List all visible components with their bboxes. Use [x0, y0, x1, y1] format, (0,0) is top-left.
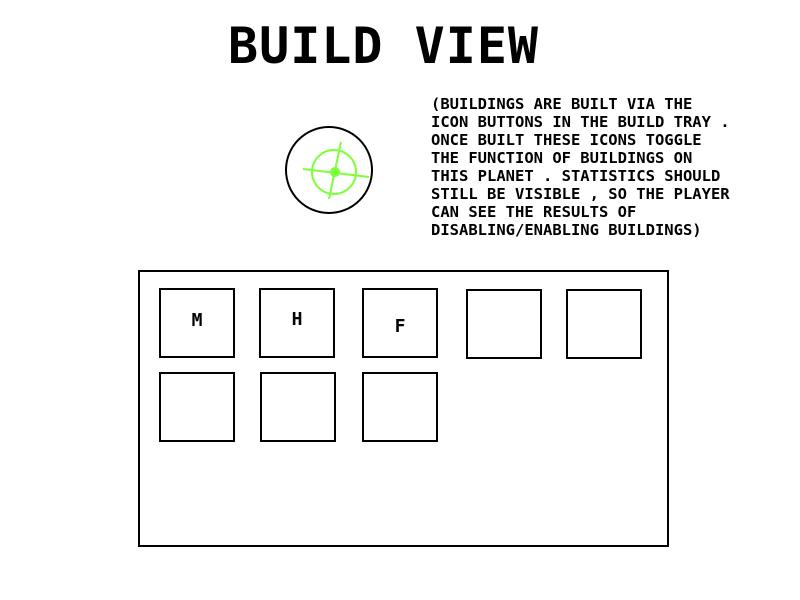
description-line: (BUILDINGS ARE BUILT VIA THE — [431, 95, 693, 113]
build-slot-empty[interactable] — [466, 289, 542, 359]
page-title: BUILD VIEW — [228, 17, 540, 75]
build-slot-empty[interactable] — [159, 372, 235, 442]
build-slot-empty[interactable] — [362, 372, 438, 442]
build-slot-empty[interactable] — [260, 372, 336, 442]
build-slot-label: H — [291, 309, 303, 330]
build-tray: M H F — [138, 270, 669, 547]
build-slot-m[interactable]: M — [159, 288, 235, 358]
description-line: THIS PLANET . STATISTICS SHOULD — [431, 167, 721, 185]
description-line: STILL BE VISIBLE , SO THE PLAYER — [431, 185, 730, 203]
planet-target-icon[interactable] — [285, 126, 373, 214]
description-line: DISABLING/ENABLING BUILDINGS) — [431, 221, 702, 239]
build-slot-label: F — [394, 316, 406, 337]
build-slot-f[interactable]: F — [362, 288, 438, 358]
description-line: THE FUNCTION OF BUILDINGS ON — [431, 149, 693, 167]
description-line: CAN SEE THE RESULTS OF — [431, 203, 637, 221]
description-line: ONCE BUILT THESE ICONS TOGGLE — [431, 131, 702, 149]
description-line: ICON BUTTONS IN THE BUILD TRAY . — [431, 113, 730, 131]
build-slot-label: M — [191, 310, 203, 331]
build-view-description: (BUILDINGS ARE BUILT VIA THE ICON BUTTON… — [431, 95, 800, 239]
build-slot-empty[interactable] — [566, 289, 642, 359]
build-slot-h[interactable]: H — [259, 288, 335, 358]
